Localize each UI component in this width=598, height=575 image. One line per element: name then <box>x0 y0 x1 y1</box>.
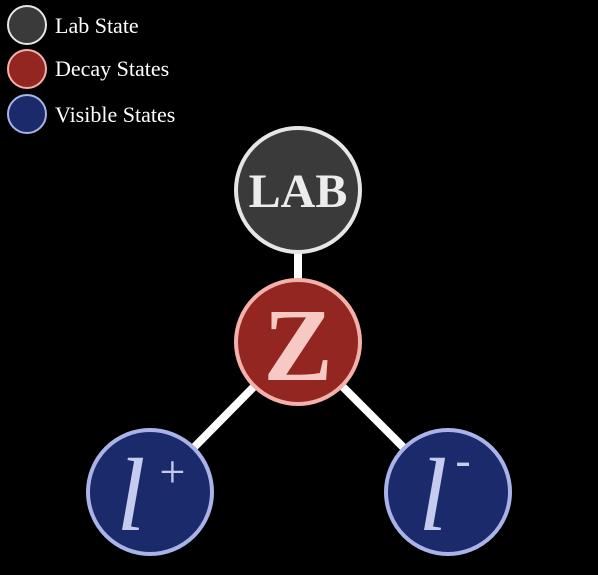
node-lepton-minus-circle <box>384 428 512 556</box>
node-z-circle <box>234 278 362 406</box>
node-z-label: Z <box>263 288 332 403</box>
lepton-plus-symbol: l <box>117 438 146 553</box>
lepton-minus-superscript: - <box>455 434 470 485</box>
legend-label-visible: Visible States <box>55 102 175 127</box>
lepton-plus-superscript: + <box>156 446 187 497</box>
node-z: Z <box>234 278 362 406</box>
legend-label-decay: Decay States <box>55 56 169 81</box>
lepton-minus-symbol: l <box>419 438 448 553</box>
node-lepton-plus: l + <box>86 428 214 556</box>
legend-swatch-lab <box>7 5 47 45</box>
node-lab: LAB <box>234 126 362 254</box>
legend-item-lab-state: Lab State <box>7 5 139 45</box>
legend: Lab State Decay States Visible States <box>7 5 175 134</box>
node-lepton-plus-label: l <box>117 438 146 553</box>
node-lepton-plus-circle <box>86 428 214 556</box>
node-lab-label: LAB <box>249 165 348 218</box>
legend-swatch-visible <box>7 94 47 134</box>
node-lab-circle <box>234 126 362 254</box>
node-lepton-minus-label: l <box>419 438 448 553</box>
legend-item-visible-states: Visible States <box>7 94 175 134</box>
legend-swatch-decay <box>7 49 47 89</box>
node-lepton-minus: l - <box>384 428 512 556</box>
legend-label-lab: Lab State <box>55 13 139 38</box>
legend-item-decay-states: Decay States <box>7 49 169 89</box>
